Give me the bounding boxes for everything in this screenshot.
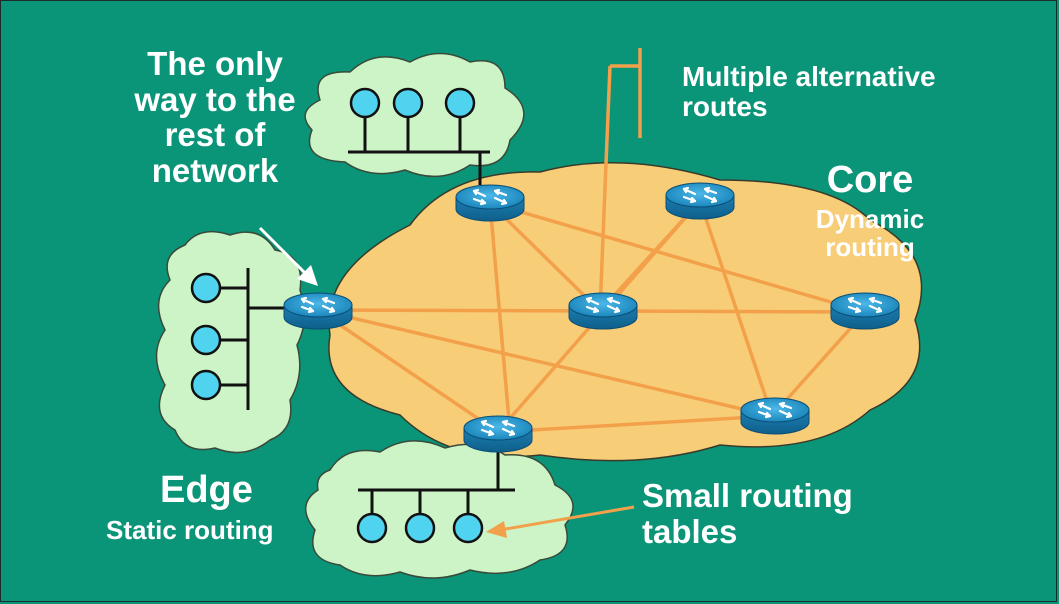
small-tables-label: Small routing tables — [642, 478, 853, 549]
host-icon — [356, 512, 484, 544]
lan-top — [348, 112, 490, 185]
multiple-routes-label: Multiple alternative routes — [682, 61, 936, 123]
host-icon — [349, 87, 476, 119]
core-title: Core — [826, 159, 914, 201]
edge-note-line-3: rest of — [164, 116, 266, 154]
edge-subtitle: Static routing — [106, 515, 274, 545]
edge-note-line-4: network — [151, 151, 279, 189]
small-tables-line-1: Small routing — [642, 477, 853, 514]
host-icon — [190, 272, 222, 401]
edge-cloud-bottom — [305, 440, 574, 579]
multiple-routes-line-1: Multiple alternative — [682, 61, 936, 92]
edge-title: Edge — [160, 469, 253, 511]
multiple-routes-line-2: routes — [682, 91, 768, 123]
lan-bottom — [358, 450, 515, 516]
small-tables-line-2: tables — [642, 512, 738, 550]
core-sub-line-1: Dynamic — [815, 204, 925, 234]
edge-note-label: The only way to the rest of network — [115, 46, 315, 189]
core-subtitle: Dynamic routing — [800, 205, 940, 261]
edge-note-line-1: The only — [147, 45, 283, 82]
core-sub-line-2: routing — [825, 232, 915, 263]
arrow-to-edge-router — [258, 226, 318, 286]
arrow-to-host — [486, 505, 635, 538]
network-links — [317, 48, 867, 434]
edge-note-line-2: way to the — [134, 80, 296, 118]
